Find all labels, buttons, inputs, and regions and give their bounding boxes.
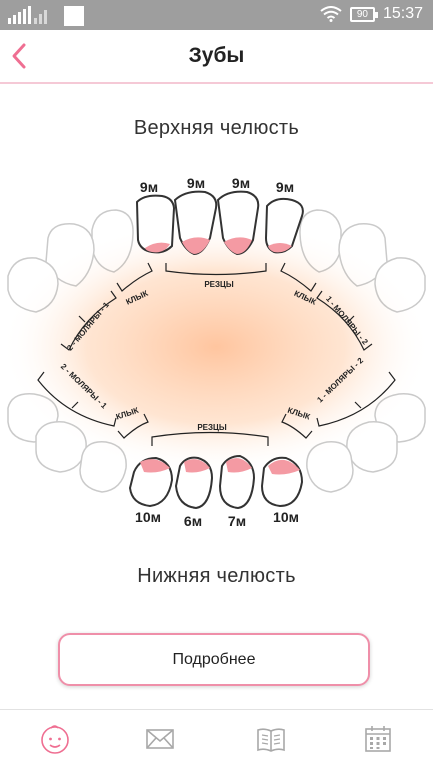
upper-incisor-age: 9м [276, 179, 294, 195]
upper-incisor-tooth[interactable] [135, 194, 176, 254]
mouth-glow [1, 219, 431, 475]
lower-brackets [37, 371, 396, 446]
page-title: Зубы [188, 44, 245, 67]
lower-incisor-age: 10м [135, 509, 161, 525]
notification-square-icon [64, 6, 84, 26]
battery-icon: 90 [349, 6, 379, 22]
book-icon[interactable] [254, 722, 288, 756]
lower-incisor-tooth[interactable] [218, 454, 256, 510]
upper-incisors [135, 190, 304, 256]
lower-incisor-tooth[interactable] [174, 456, 214, 510]
bottom-nav [0, 709, 433, 771]
chevron-left-icon[interactable] [6, 40, 38, 72]
wifi-icon [320, 6, 342, 22]
status-bar: 90 15:37 [0, 0, 433, 30]
upper-side-teeth [7, 209, 426, 313]
envelope-icon[interactable] [143, 722, 177, 756]
app-bar: Зубы [0, 30, 433, 84]
lower-incisors [128, 454, 304, 510]
upper-incisors-label: РЕЗЦЫ [204, 280, 234, 289]
details-button[interactable]: Подробнее [58, 633, 370, 686]
lower-jaw-title: Нижняя челюсть [137, 565, 296, 587]
upper-incisor-age: 9м [232, 175, 250, 191]
upper-incisor-age: 9м [140, 179, 158, 195]
upper-jaw-title: Верхняя челюсть [133, 117, 300, 139]
upper-incisor-tooth[interactable] [173, 190, 218, 256]
calendar-icon[interactable] [361, 722, 395, 756]
baby-face-icon[interactable] [38, 722, 72, 756]
lower-incisor-age: 7м [228, 513, 246, 529]
upper-brackets [60, 262, 373, 351]
lower-side-teeth [7, 393, 426, 493]
lower-incisor-age: 6м [184, 513, 202, 529]
upper-incisor-tooth[interactable] [264, 197, 304, 254]
lower-incisor-age: 10м [273, 509, 299, 525]
teeth-diagram: 9м 9м 9м 9м РЕЗЦЫ КЛЫК КЛЫК 2 - МОЛЯРЫ -… [1, 175, 431, 529]
upper-incisor-age: 9м [187, 175, 205, 191]
upper-incisor-tooth[interactable] [216, 190, 260, 256]
lower-incisors-label: РЕЗЦЫ [197, 423, 227, 432]
lower-incisor-tooth[interactable] [128, 456, 174, 508]
lower-incisor-tooth[interactable] [260, 456, 304, 508]
status-time: 15:37 [382, 5, 423, 22]
signal-icon [8, 6, 47, 24]
